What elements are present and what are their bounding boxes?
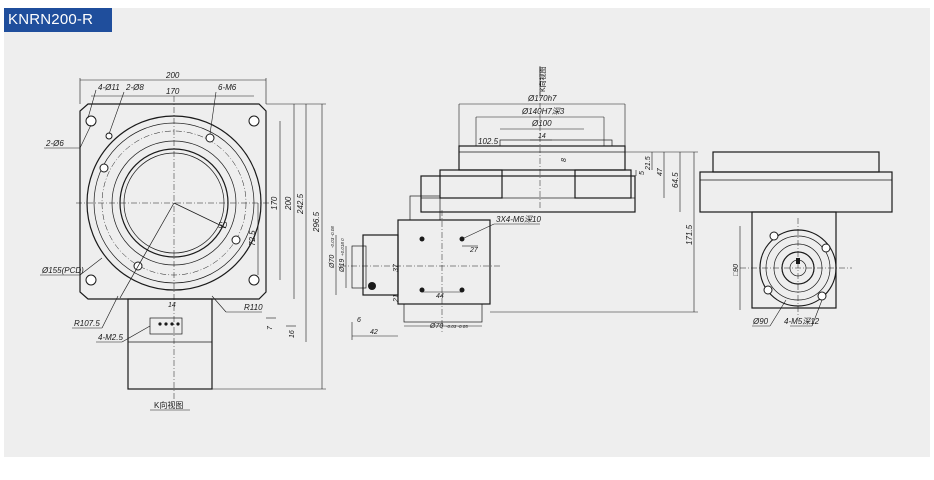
end-hole [817,291,827,301]
dim-14-side: 14 [538,133,546,140]
front-body-outline [79,103,267,300]
front-view: 200 170 4-Ø11 2-Ø8 6-M6 2-Ø6 50 72.5 170… [40,71,326,411]
corner-hole [85,274,97,286]
dim-d19: Ø19 [339,259,346,273]
dim-d140h7: Ø140H7深3 [521,107,565,116]
corner-hole [248,274,260,286]
dim-d90: Ø90 [752,317,769,326]
model-title: KNRN200-R [4,8,112,32]
end-hole [763,285,773,295]
dim-6-m6: 6-M6 [218,83,237,92]
dim-50: 50 [218,221,227,230]
shaft [351,245,367,289]
shaft-housing [362,234,399,296]
dim-44: 44 [436,293,444,300]
dim-47: 47 [657,167,664,176]
radius-line [119,202,175,299]
body-mid [420,175,636,213]
dim-64-5: 64.5 [671,172,680,188]
dim-21-5: 21.5 [645,156,652,171]
end-hole [769,231,779,241]
dim-200: 200 [165,71,180,80]
dim-d70-h: Ø70 [429,323,443,330]
dim-4-d11: 4-Ø11 [98,83,120,92]
dim-27: 27 [469,247,479,254]
dim-16: 16 [289,330,296,338]
dim-2-d8: 2-Ø8 [125,83,144,92]
m6-hole [99,163,109,173]
dim-d100: Ø100 [531,119,552,128]
dim-sq90: □90 [733,264,740,276]
dim-7: 7 [267,325,274,330]
end-view: □90 Ø90 4-M5深12 [699,151,893,327]
dim-170-v: 170 [270,196,279,210]
dim-m6: 3X4-M6深10 [496,215,541,224]
m6-hole [231,235,241,245]
dowel-hole [105,132,113,140]
motor-housing [127,298,213,390]
end-hole [821,243,831,253]
flange-boss [499,139,613,147]
dim-4-m2-5: 4-M2.5 [98,333,123,342]
corner-hole [85,115,97,127]
dim-296-5: 296.5 [312,211,321,233]
dim-21: 21 [393,294,400,303]
dim-d70-v: Ø70 [329,255,336,269]
m6-hole [205,133,215,143]
end-top [712,151,880,173]
k-view-label: K向视图 [538,66,547,92]
dim-r107-5: R107.5 [74,319,100,328]
dim-171-5: 171.5 [685,224,694,245]
dim-d19-tol: +0.018 0 [340,238,345,256]
dim-14: 14 [168,302,176,309]
dim-5: 5 [639,171,646,175]
dim-42: 42 [370,329,378,336]
motor-plate [149,317,183,335]
dim-242-5: 242.5 [296,193,305,215]
dim-37: 37 [393,263,400,272]
end-motor-block [751,211,837,309]
dim-2-d6: 2-Ø6 [45,139,64,148]
end-flange [699,171,893,213]
dim-200-v: 200 [284,196,293,211]
dim-d70-h-tol: -0.03 -0.05 [446,324,468,329]
flange-left [439,169,503,199]
output-flange [458,145,626,171]
side-view: Ø170h7 Ø140H7深3 Ø100 14 102.5 8 21.5 5 4… [329,66,698,340]
front-caption: K向视图 [154,400,183,410]
dim-8: 8 [561,158,568,162]
dim-d70-tol: -0.03 -0.08 [330,226,335,248]
radius-line [173,202,227,229]
flange-right [574,169,632,199]
corner-hole [248,115,260,127]
dim-m5: 4-M5深12 [784,317,820,326]
dim-6: 6 [357,317,361,324]
dim-pcd: Ø155(PCD) [41,266,84,275]
dim-d170h7: Ø170h7 [527,94,557,103]
dim-72-5: 72.5 [248,230,257,246]
dim-r110: R110 [244,303,263,312]
dim-102-5: 102.5 [478,137,499,146]
dim-170: 170 [166,87,180,96]
base-spigot [403,303,483,323]
